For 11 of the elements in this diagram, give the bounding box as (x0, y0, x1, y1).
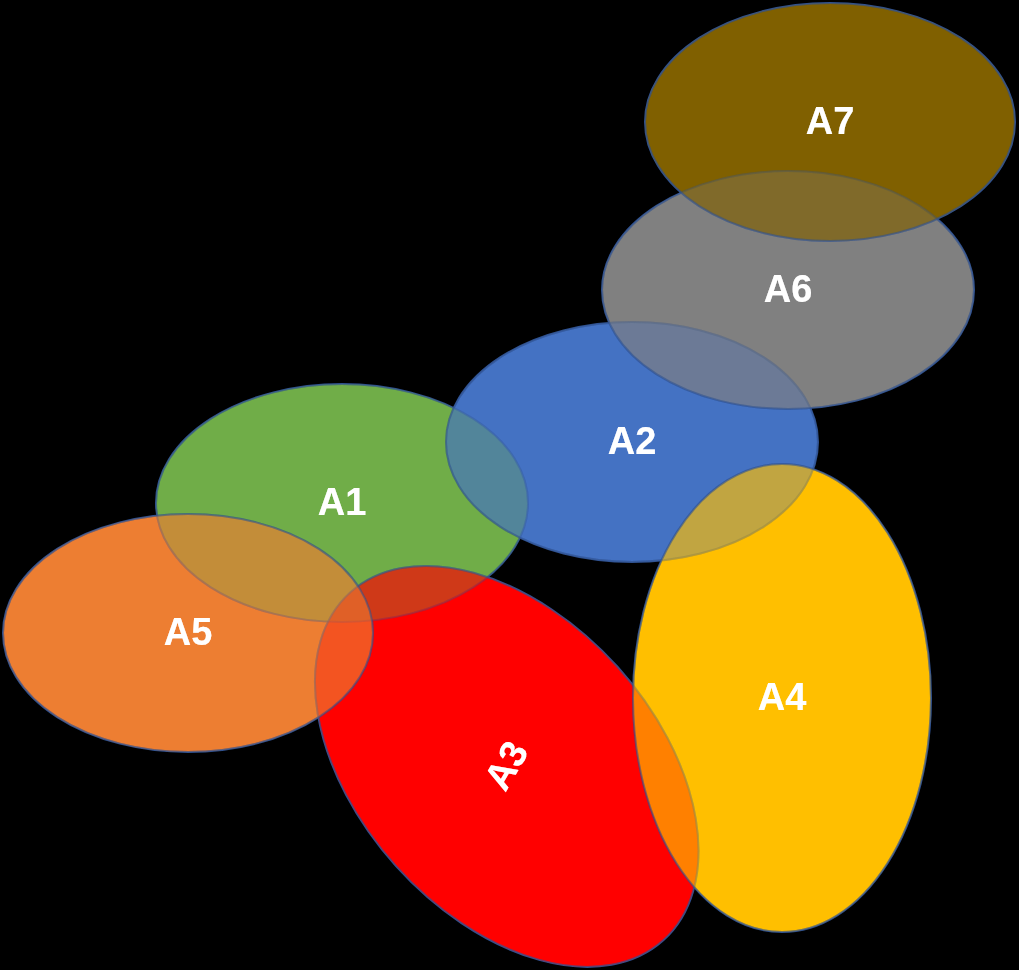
set-label: A2 (607, 421, 657, 463)
set-ellipse (632, 463, 932, 933)
set-label: A7 (805, 101, 855, 143)
set-ellipse (2, 513, 374, 753)
set-label: A1 (317, 482, 367, 524)
set-label: A4 (757, 677, 807, 719)
set-label: A5 (163, 612, 213, 654)
set-ellipse (644, 2, 1016, 242)
set-ellipse (445, 321, 819, 563)
set-label: A6 (763, 269, 813, 311)
set-label: A3 (476, 734, 538, 798)
